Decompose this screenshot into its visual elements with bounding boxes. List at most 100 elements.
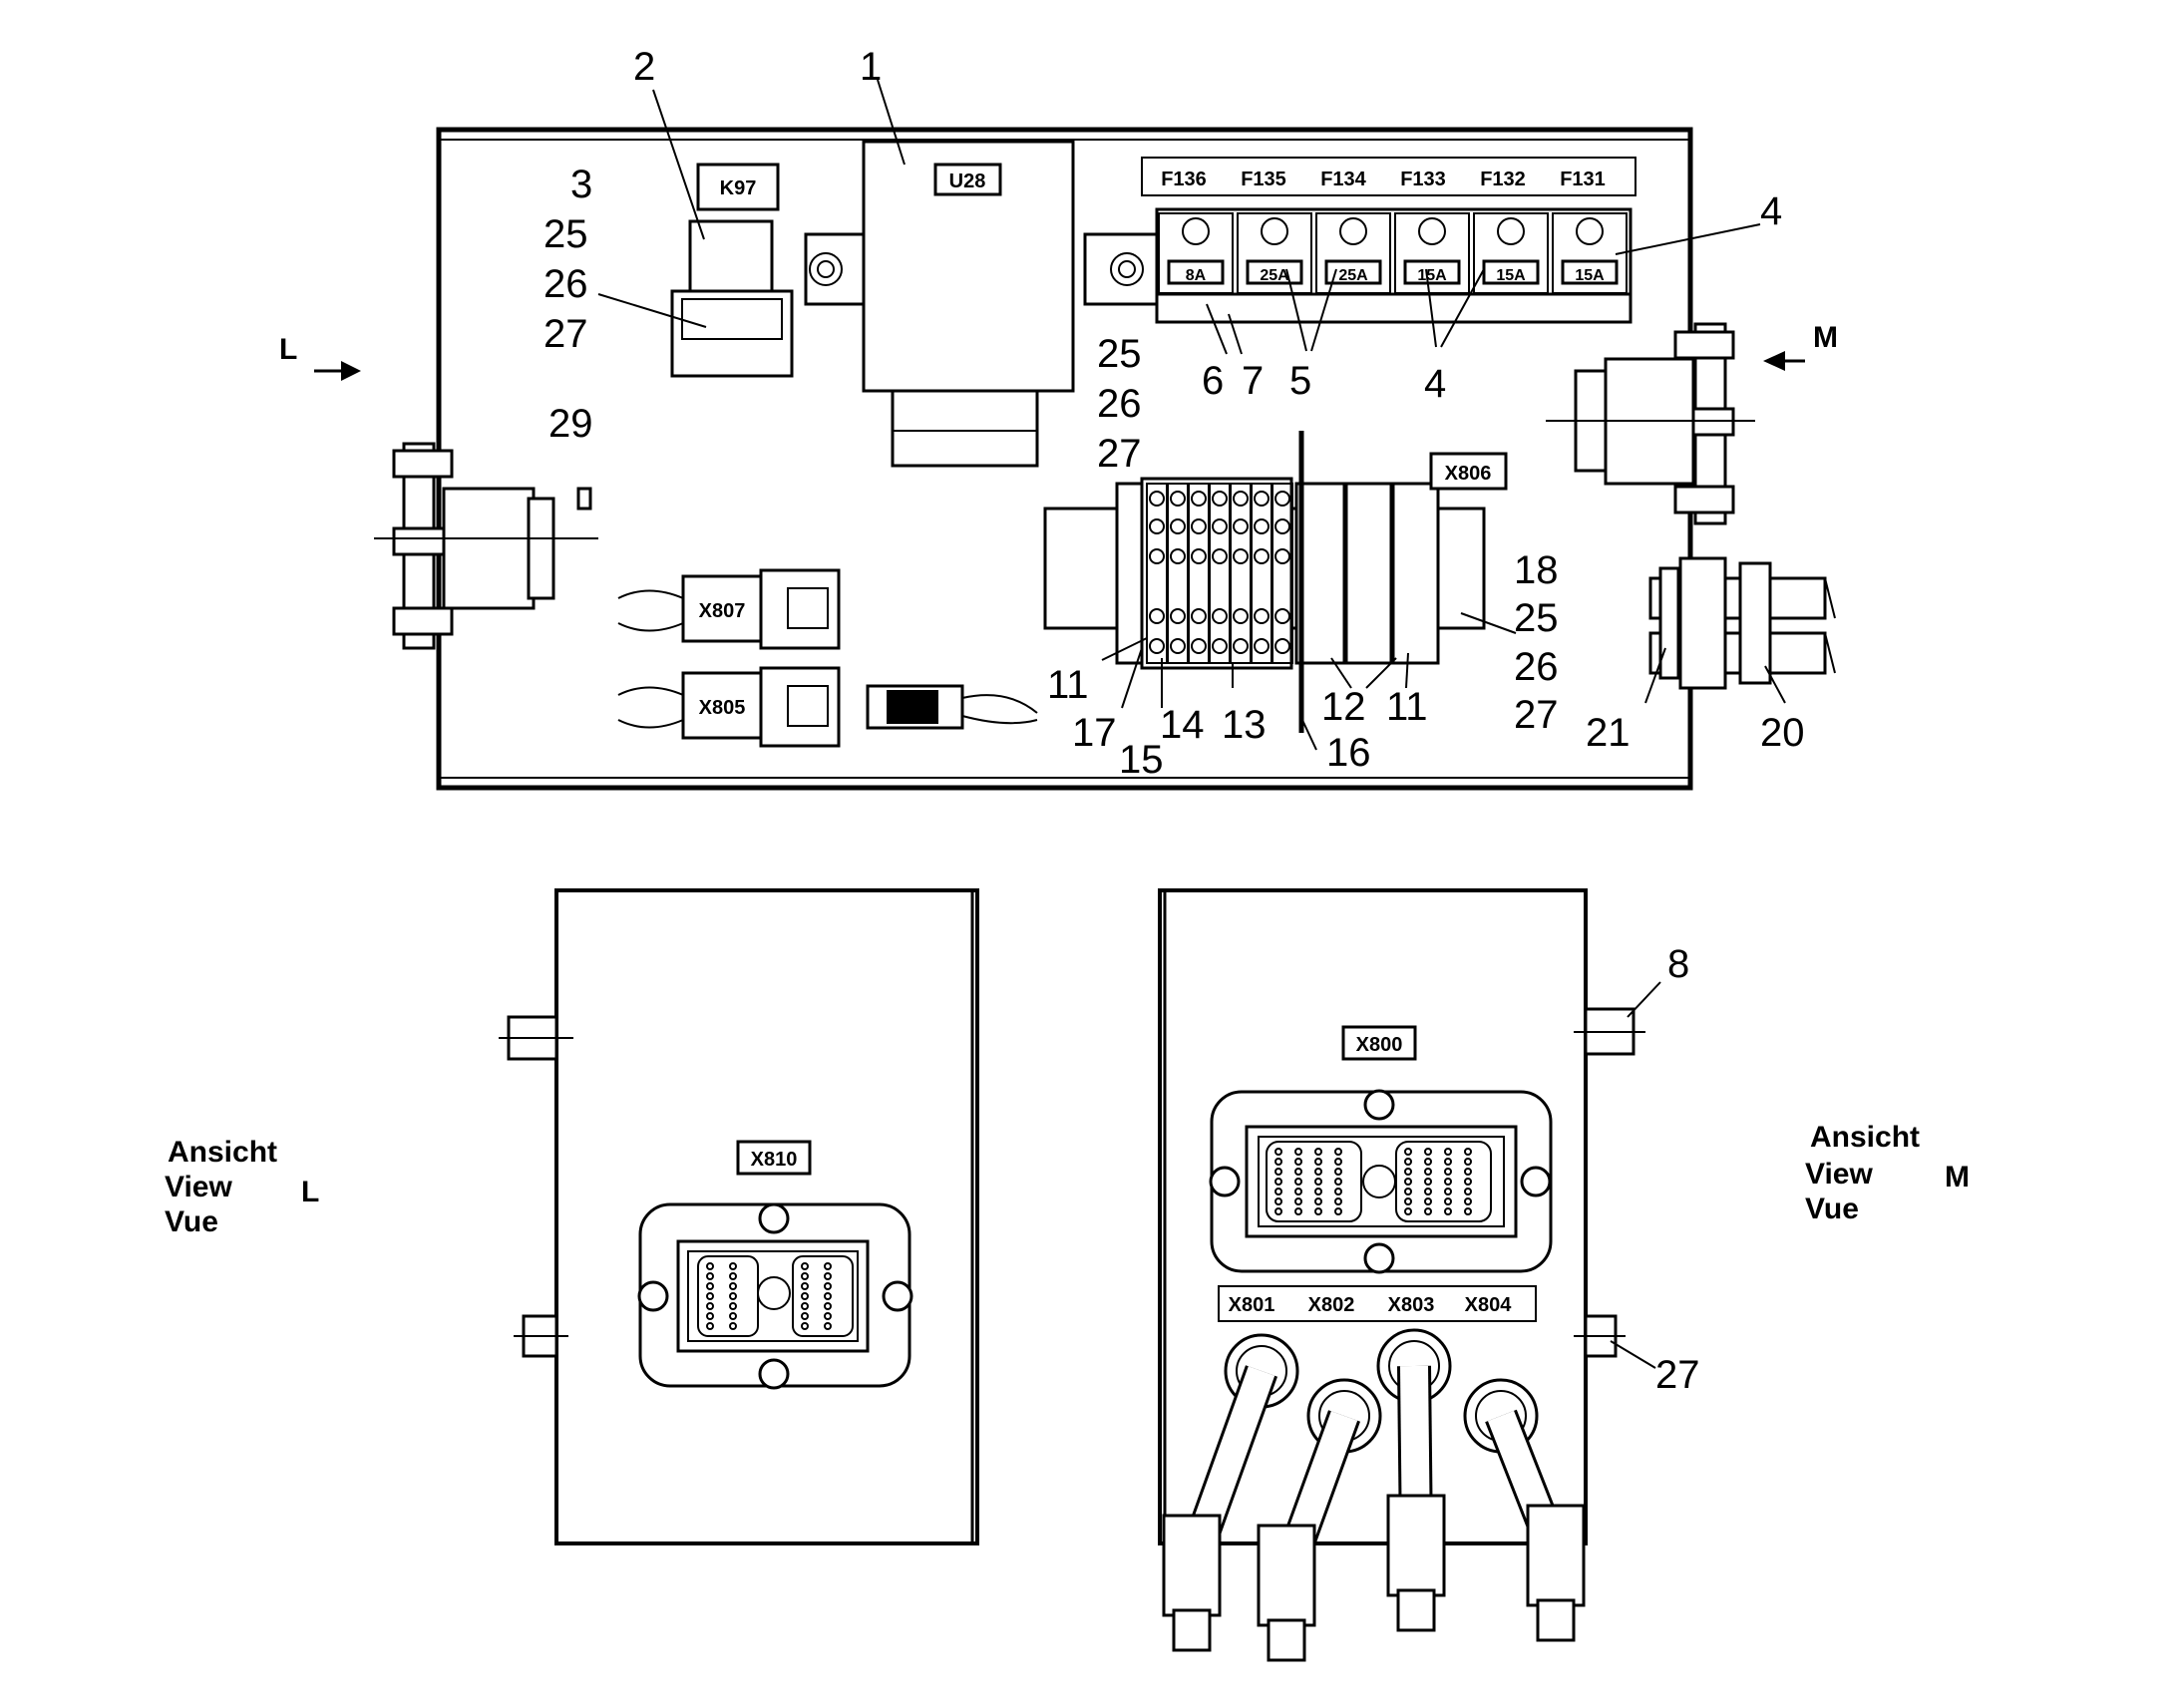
pin-l-3-3 [824,1292,832,1300]
pin-l-1-6 [729,1322,737,1330]
pin-m-3-4 [1334,1188,1342,1196]
pin-m-5-1 [1424,1158,1432,1166]
terminal-screw-0-4 [1149,638,1165,654]
pin-l-1-1 [729,1272,737,1280]
pin-m-4-5 [1404,1197,1412,1205]
terminal-screw-2-4 [1191,638,1207,654]
callout-6: 6 [1202,359,1224,403]
pin-l-2-0 [801,1262,809,1270]
pin-m-6-5 [1444,1197,1452,1205]
pin-m-3-2 [1334,1168,1342,1176]
cable-plug-tip-1 [1267,1618,1306,1662]
pin-m-1-4 [1294,1188,1302,1196]
caption-m-view: View [1805,1158,1873,1191]
pin-m-6-1 [1444,1158,1452,1166]
pin-l-2-5 [801,1312,809,1320]
pin-m-4-4 [1404,1188,1412,1196]
port-label-0: X801 [1229,1294,1275,1316]
callout-3: 3 [570,163,592,206]
callout-15: 15 [1119,738,1164,782]
pin-m-3-3 [1334,1178,1342,1186]
pin-m-5-2 [1424,1168,1432,1176]
pin-l-0-6 [706,1322,714,1330]
pin-m-3-6 [1334,1207,1342,1215]
view-l-panel: X810 Ansicht View Vue L [165,888,979,1545]
pin-m-0-2 [1274,1168,1282,1176]
callout-27a: 27 [544,312,588,356]
fuse-rating-0: 8A [1186,267,1207,284]
callout-27b: 27 [1097,432,1142,476]
pin-m-7-4 [1464,1188,1472,1196]
terminal-screw-6-1 [1274,518,1290,534]
pin-m-5-0 [1424,1148,1432,1156]
pin-l-3-6 [824,1322,832,1330]
terminal-strip-x806: X806 [1043,431,1508,733]
arrow-l-letter: L [279,333,297,366]
pin-l-1-3 [729,1292,737,1300]
connector-x805: X805 [617,666,1038,748]
terminal-screw-6-3 [1274,608,1290,624]
fuse-label-3: F133 [1400,169,1446,190]
pin-l-0-0 [706,1262,714,1270]
label-x800: X800 [1356,1034,1403,1056]
pin-m-0-6 [1274,1207,1282,1215]
callout-25a: 25 [544,212,588,256]
callout-11b: 11 [1386,685,1428,729]
connector-right [1546,322,1755,525]
terminal-screw-1-1 [1170,518,1186,534]
terminal-screw-1-2 [1170,548,1186,564]
callout-21: 21 [1586,711,1631,755]
terminal-screw-4-2 [1233,548,1249,564]
pin-m-0-0 [1274,1148,1282,1156]
pin-l-3-5 [824,1312,832,1320]
callout-20: 20 [1760,711,1805,755]
pin-l-0-1 [706,1272,714,1280]
cable-plug-1 [1257,1524,1316,1627]
connector-x807: X807 [617,568,841,650]
terminal-screw-2-0 [1191,491,1207,507]
pin-m-0-4 [1274,1188,1282,1196]
fuse-rating-box-0 [1167,259,1225,285]
cable-plug-3 [1526,1504,1586,1607]
pin-l-0-4 [706,1302,714,1310]
terminal-screw-4-3 [1233,608,1249,624]
terminal-screw-0-3 [1149,608,1165,624]
fuse-rating-5: 15A [1575,267,1605,284]
fuse-screw-top-5 [1576,217,1604,245]
fuse-rating-4: 15A [1496,267,1526,284]
pin-m-5-4 [1424,1188,1432,1196]
relay-k97: K97 [670,163,794,378]
pin-m-1-1 [1294,1158,1302,1166]
pin-l-1-2 [729,1282,737,1290]
pin-l-2-4 [801,1302,809,1310]
fuse-label-0: F136 [1161,169,1207,190]
fuse-rating-box-2 [1324,259,1382,285]
pin-m-2-2 [1314,1168,1322,1176]
terminal-screw-5-0 [1254,491,1270,507]
callout-27c: 27 [1514,693,1559,737]
pin-m-1-0 [1294,1148,1302,1156]
terminal-screw-4-1 [1233,518,1249,534]
terminal-screw-6-2 [1274,548,1290,564]
callout-4a: 4 [1760,189,1782,233]
terminal-screw-3-4 [1212,638,1228,654]
cable-plug-2 [1386,1494,1446,1597]
terminal-screw-2-2 [1191,548,1207,564]
pin-l-0-2 [706,1282,714,1290]
pin-m-2-6 [1314,1207,1322,1215]
terminal-screw-5-4 [1254,638,1270,654]
fuse-screw-top-1 [1261,217,1288,245]
terminal-screw-4-0 [1233,491,1249,507]
caption-m-vue: Vue [1805,1193,1859,1225]
fuse-rating-box-5 [1561,259,1619,285]
cable-plug-0 [1162,1514,1222,1617]
callout-14: 14 [1160,703,1205,747]
caption-m-ansicht: Ansicht [1810,1121,1920,1154]
caption-m-letter: M [1945,1161,1970,1194]
pin-m-4-0 [1404,1148,1412,1156]
fuse-label-4: F132 [1480,169,1526,190]
callout-13: 13 [1222,703,1267,747]
callout-5: 5 [1289,359,1311,403]
arrow-m-letter: M [1813,321,1838,354]
